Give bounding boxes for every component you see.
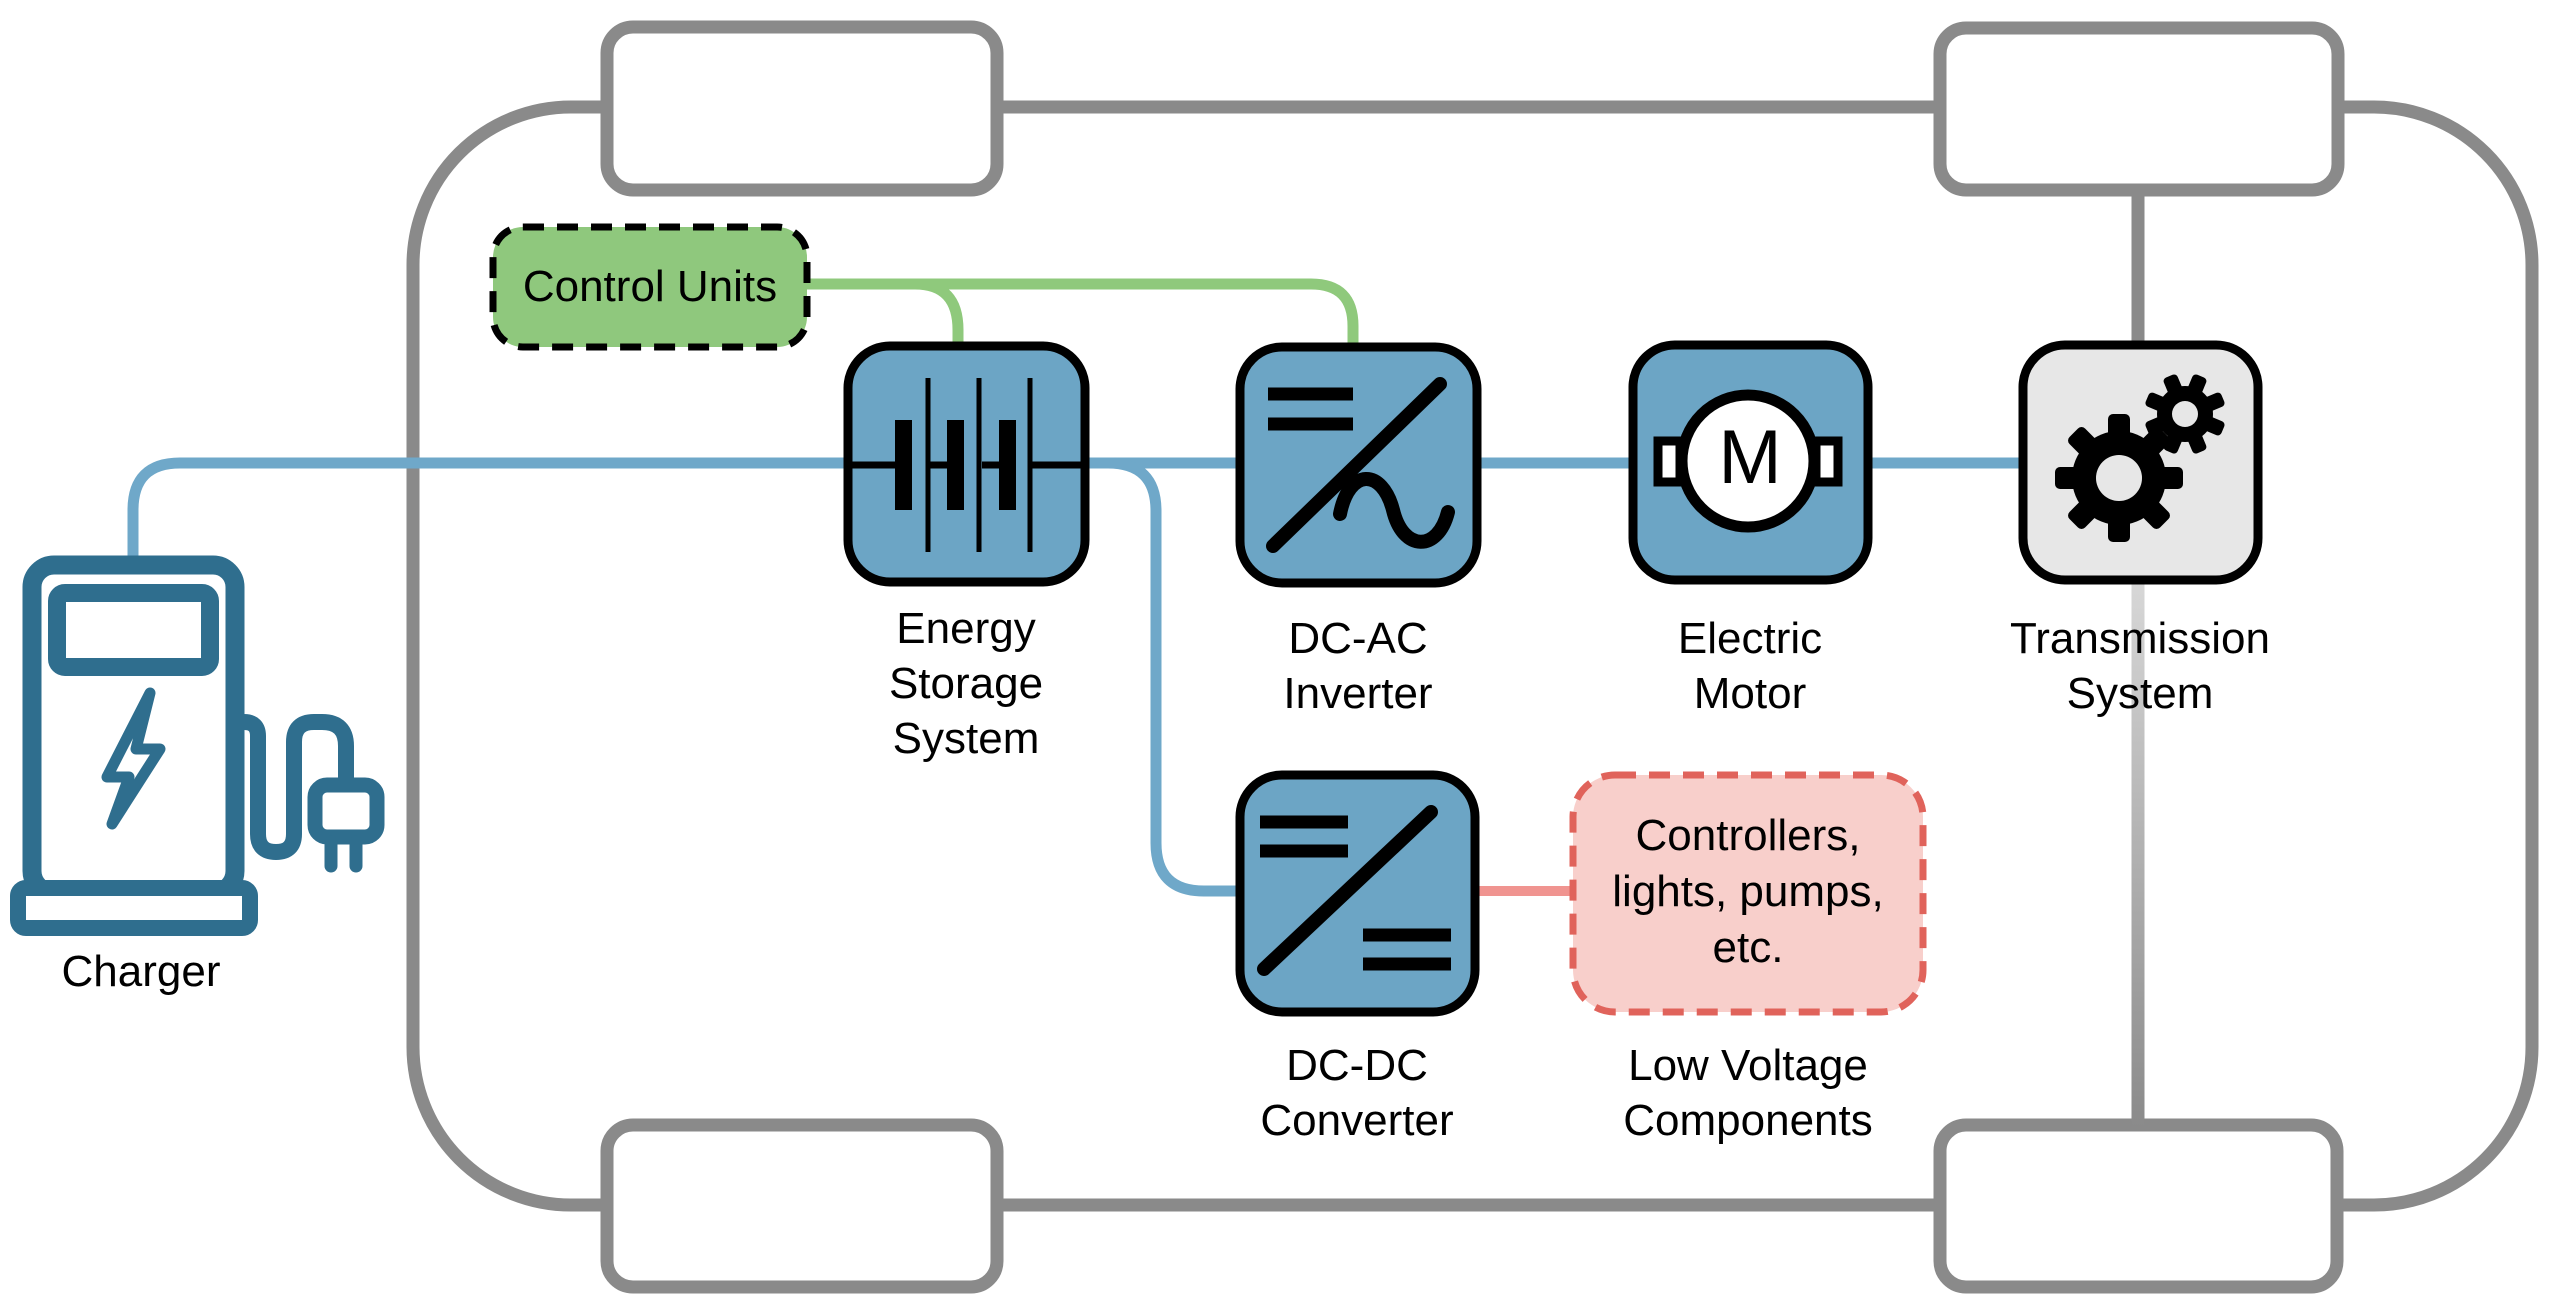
battery-icon [848, 378, 1085, 552]
dc-dc-converter-icon [1257, 805, 1451, 976]
wheel-top-left [600, 20, 1004, 197]
low-voltage-label: Low Voltage Components [1623, 1041, 1873, 1145]
car-body-outline [406, 100, 2539, 1212]
dc-ac-inverter-icon [1266, 377, 1455, 553]
control-units-box [489, 223, 811, 351]
charger-label: Charger [61, 947, 221, 996]
electric-motor-icon [1653, 389, 1843, 533]
motor-m-symbol: M [1718, 415, 1782, 501]
low-voltage-box-text: Controllers, lights, pumps, etc. [1612, 811, 1884, 972]
transmission-label: Transmission System [2010, 614, 2270, 718]
electric-motor-label: Electric Motor [1677, 614, 1823, 718]
control-line-branch-battery [914, 278, 964, 346]
energy-storage-label: Energy Storage System [888, 604, 1044, 763]
dc-dc-converter-label: DC-DC Converter [1260, 1041, 1454, 1145]
dc-dc-converter-box [1235, 770, 1480, 1017]
wheels [600, 20, 2345, 1294]
gears-icon [2055, 374, 2225, 542]
dcdc-branch-line [1107, 457, 1240, 897]
wheel-bottom-left [600, 1118, 1004, 1294]
control-units-label: Control Units [522, 262, 778, 311]
dc-ac-inverter-label: DC-AC Inverter [1283, 614, 1433, 718]
wheel-bottom-right [1933, 1118, 2344, 1294]
hv-bus-line [127, 457, 2023, 566]
wheel-top-right [1933, 21, 2345, 197]
low-voltage-box [1569, 771, 1927, 1016]
control-line-trunk [807, 278, 1359, 347]
charger-icon [10, 555, 385, 936]
